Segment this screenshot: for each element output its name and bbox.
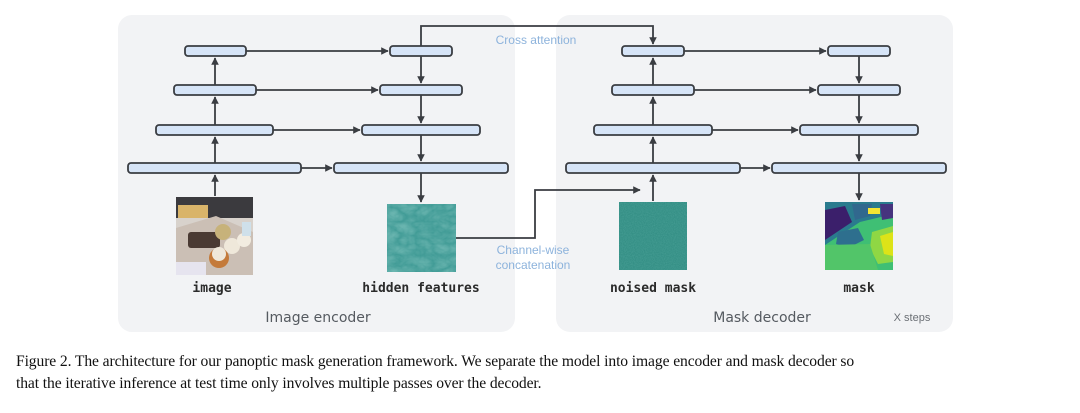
- encoder-block-2: [173, 84, 257, 96]
- encoder-panel-title: Image encoder: [265, 310, 371, 326]
- decoder-block-2: [611, 84, 695, 96]
- encoder-block-4: [127, 162, 302, 174]
- cross-attention-connector: [420, 25, 657, 46]
- encoder-block-3: [155, 124, 274, 136]
- decoder-up-path: [771, 45, 947, 174]
- output-mask-thumbnail: [825, 202, 893, 270]
- noised-mask-thumbnail: [619, 202, 687, 270]
- encoder-up-block-4: [333, 162, 509, 174]
- figure-caption: Figure 2. The architecture for our panop…: [16, 351, 1076, 395]
- encoder-block-1: [184, 45, 247, 57]
- encoder-up-block-3: [361, 124, 481, 136]
- steps-note: X steps: [894, 312, 931, 324]
- decoder-block-4: [565, 162, 741, 174]
- decoder-panel-title: Mask decoder: [713, 310, 811, 326]
- label-hidden-features: hidden features: [362, 281, 479, 296]
- input-image-thumbnail: [176, 197, 253, 275]
- channel-concat-connector: [456, 186, 641, 239]
- channel-concat-label-line1: Channel-wise: [497, 243, 570, 257]
- decoder-block-3: [593, 124, 713, 136]
- encoder-up-block-1: [389, 45, 453, 57]
- encoder-up-block-2: [379, 84, 463, 96]
- label-image: image: [192, 281, 231, 296]
- label-mask: mask: [843, 281, 874, 296]
- decoder-up-block-1: [827, 45, 891, 57]
- decoder-up-block-3: [799, 124, 919, 136]
- encoder-up-path: [333, 45, 509, 174]
- channel-concat-label-line2: concatenation: [496, 258, 571, 272]
- hidden-features-thumbnail: [387, 204, 456, 272]
- encoder-down-path: [127, 45, 302, 174]
- caption-line-1: Figure 2. The architecture for our panop…: [16, 353, 855, 370]
- architecture-diagram: image hidden features noised mask mask I…: [118, 15, 953, 332]
- label-noised-mask: noised mask: [610, 281, 696, 296]
- cross-attention-label: Cross attention: [496, 33, 577, 47]
- decoder-up-block-2: [817, 84, 901, 96]
- arrows: [211, 25, 863, 239]
- caption-line-2: that the iterative inference at test tim…: [16, 375, 542, 392]
- decoder-up-block-4: [771, 162, 947, 174]
- decoder-block-1: [621, 45, 685, 57]
